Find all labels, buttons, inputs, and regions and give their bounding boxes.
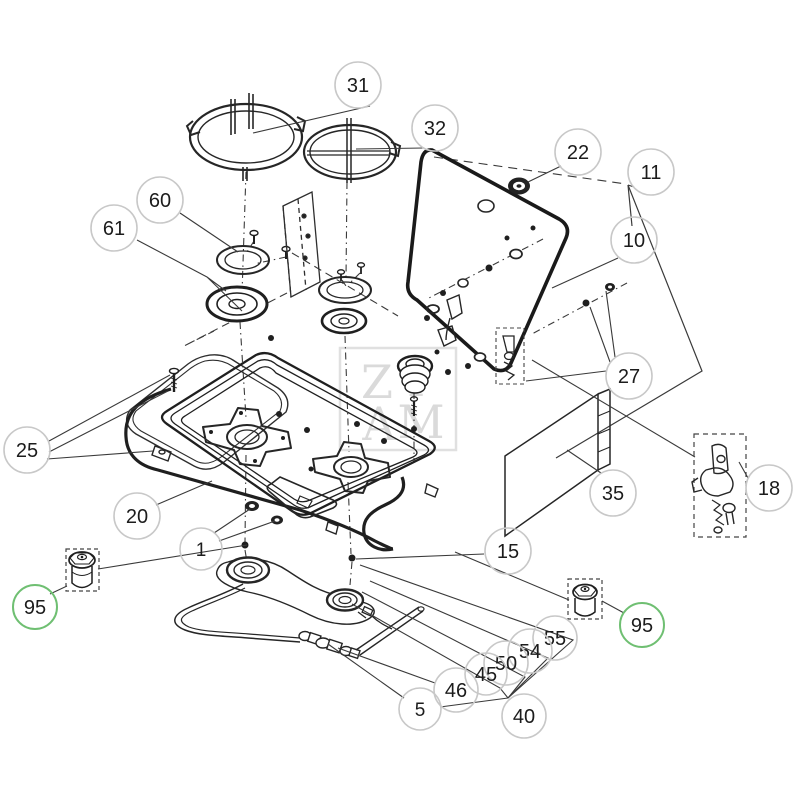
callout-40: 40 — [501, 693, 547, 739]
edge-seal-20 — [124, 387, 406, 552]
lid-grommet-22 — [508, 177, 530, 195]
callout-label: 1 — [196, 540, 207, 561]
burner-base-right — [312, 441, 391, 494]
callout-label: 5 — [415, 700, 426, 721]
hinge-grommets-27 — [582, 283, 615, 307]
callout-label: 35 — [602, 483, 624, 505]
callout-label: 32 — [424, 118, 446, 140]
burner-base-left — [202, 407, 292, 467]
lid-screw-washers — [440, 248, 523, 296]
burner-cap-right — [320, 307, 368, 335]
callout-label: 55 — [544, 628, 566, 650]
lid-hinge-cluster — [424, 294, 463, 355]
callout-15: 15 — [484, 527, 532, 575]
callout-label: 10 — [623, 230, 645, 252]
hinge-detail-box-18 — [691, 433, 747, 538]
callout-label: 61 — [103, 218, 125, 240]
callout-label: 54 — [519, 641, 541, 663]
burner-ring-right — [318, 276, 372, 304]
seal-clip-25 — [151, 445, 172, 462]
hob-slot — [266, 476, 338, 519]
callout-60: 60 — [136, 176, 184, 224]
callout-32: 32 — [411, 104, 459, 152]
callout-label: 60 — [149, 190, 171, 212]
callout-25: 25 — [3, 426, 51, 474]
callout-label: 95 — [24, 597, 46, 619]
seal-ring-thin — [125, 354, 289, 470]
burner-cap-61 — [205, 285, 269, 323]
callout-27: 27 — [605, 352, 653, 400]
callout-label: 18 — [758, 478, 780, 500]
burner-ring-60 — [216, 245, 270, 275]
igniter-electrode — [357, 605, 393, 630]
construction-lines — [183, 156, 628, 586]
callout-label: 11 — [641, 162, 662, 184]
callout-label: 22 — [567, 142, 589, 164]
callout-22: 22 — [554, 128, 602, 176]
callouts: 31 32 22 11 60 61 10 27 — [3, 61, 793, 739]
callout-5: 5 — [398, 687, 442, 731]
callout-95-left: 95 — [12, 584, 58, 630]
screw-below-cup — [409, 396, 419, 432]
lid-hole — [477, 199, 495, 213]
callout-45: 45 — [464, 652, 508, 696]
seal-screw-25 — [168, 367, 180, 392]
callout-20: 20 — [113, 492, 161, 540]
grommets-1 — [245, 501, 283, 525]
callout-label: 31 — [347, 75, 369, 97]
callout-61: 61 — [90, 204, 138, 252]
hob-angle-brackets — [325, 483, 439, 535]
mounting-bracket-sheet — [282, 191, 321, 299]
watermark-letter: M — [397, 395, 444, 449]
callout-label: 25 — [16, 440, 38, 462]
callout-35: 35 — [589, 469, 637, 517]
callout-55: 55 — [532, 615, 578, 661]
watermark-letter: Z — [361, 355, 393, 409]
callout-46: 46 — [433, 667, 479, 713]
knob-left — [65, 548, 100, 592]
screws-near-right-ring — [336, 262, 366, 281]
watermark-letter: A — [361, 397, 396, 451]
callout-1: 1 — [179, 527, 223, 571]
frame-to-hinge-line — [531, 359, 696, 458]
callout-95-right: 95 — [619, 602, 665, 648]
callout-label: 15 — [497, 541, 519, 563]
callout-label: 40 — [513, 706, 535, 728]
hob-screws — [241, 335, 451, 562]
gas-rail-assembly — [174, 556, 375, 643]
callout-label: 27 — [618, 366, 640, 388]
knob-right — [567, 578, 603, 620]
mounting-frame-11 — [555, 184, 703, 459]
sealed-burner-cup — [396, 354, 434, 394]
leader-lines — [46, 105, 749, 708]
pan-grate-left — [185, 93, 307, 181]
callout-label: 95 — [631, 615, 653, 637]
rear-panel-35 — [504, 387, 611, 538]
callout-label: 45 — [475, 664, 497, 686]
callout-label: 46 — [445, 680, 467, 702]
valve-fittings — [298, 630, 361, 660]
callout-label: 20 — [126, 506, 148, 528]
callout-31: 31 — [334, 61, 382, 109]
callout-54: 54 — [507, 628, 553, 674]
pan-grate-right — [302, 118, 402, 183]
callout-11: 11 — [627, 148, 675, 196]
callout-10: 10 — [610, 216, 658, 264]
callout-18: 18 — [745, 464, 793, 512]
screws-near-60 — [249, 229, 291, 259]
glass-lid — [405, 148, 570, 373]
hinge-detail-box-small — [465, 327, 525, 385]
